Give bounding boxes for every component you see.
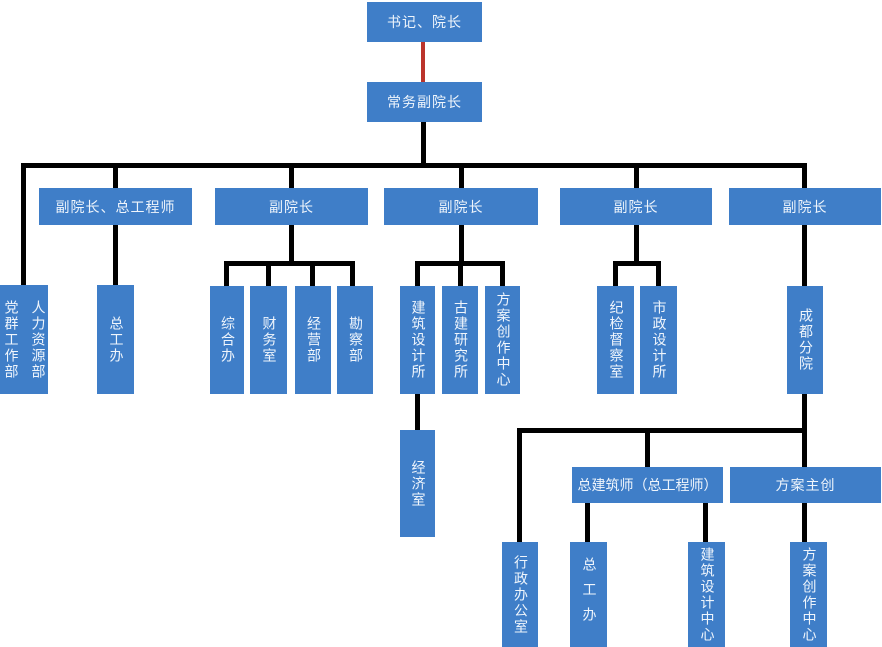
node-label: 方案创作中心: [494, 292, 511, 388]
node-exec-vice-dean[interactable]: 常务副院长: [367, 82, 482, 122]
node-label: 经济室: [409, 459, 426, 508]
connector-vd2-horizontal: [415, 261, 505, 266]
connector-red-secretary-to-exec: [421, 42, 425, 82]
node-vice-dean-4[interactable]: 副院长: [729, 188, 881, 225]
node-label: 财务室: [260, 316, 277, 364]
node-ancient-architecture-institute[interactable]: 古建研究所: [442, 286, 478, 394]
connector-vd3-down: [634, 225, 639, 261]
connector-drop-scheme-creation-center-2: [802, 503, 807, 542]
connector-chengdu-horizontal: [517, 428, 807, 433]
connector-drop-scheme-creation-center: [500, 266, 505, 286]
node-label: 纪检督察室: [607, 300, 624, 380]
node-municipal-design-institute[interactable]: 市政设计所: [640, 286, 677, 394]
connector-vd1-down: [289, 225, 294, 261]
connector-drop-vice-dean-chief-engineer: [113, 168, 118, 188]
node-label: 古建研究所: [452, 300, 468, 380]
node-admin-office[interactable]: 行政办公室: [502, 542, 538, 647]
node-discipline-inspection-office[interactable]: 纪检督察室: [597, 286, 634, 394]
node-label: 总建筑师（总工程师）: [577, 478, 718, 494]
node-vice-dean-1[interactable]: 副院长: [215, 188, 368, 225]
node-label: 建筑设计所: [409, 300, 426, 380]
connector-drop-vice-dean-1: [289, 168, 294, 188]
connector-exec-down: [421, 122, 426, 163]
node-vice-dean-2[interactable]: 副院长: [384, 188, 538, 225]
node-general-office[interactable]: 综合办: [210, 286, 244, 394]
node-chief-engineer-office[interactable]: 总工办: [97, 285, 134, 394]
node-economics-office[interactable]: 经济室: [400, 430, 435, 537]
node-label: 建筑设计中心: [698, 546, 715, 643]
connector-drop-admin-office: [517, 433, 522, 542]
node-label: 行政办公室: [512, 554, 528, 635]
node-label: 副院长、总工程师: [55, 199, 176, 216]
connector-drop-scheme-lead: [802, 433, 807, 467]
node-label: 副院长: [438, 199, 484, 216]
node-chief-engineer-office-2[interactable]: 总工办: [570, 542, 607, 647]
node-label: 市政设计所: [650, 300, 667, 380]
connector-drop-survey-dept: [350, 266, 355, 286]
node-label: 方案主创: [775, 478, 836, 494]
connector-drop-municipal-design-institute: [656, 266, 661, 286]
node-party-mass-and-hr-dept[interactable]: 党群工作部 人力资源部: [0, 285, 48, 394]
connector-chengdu-branch-down: [802, 394, 807, 428]
connector-drop-chief-engineer-office-2: [585, 503, 590, 542]
node-scheme-creation-center[interactable]: 方案创作中心: [485, 286, 520, 394]
connector-vd2-down: [459, 225, 464, 261]
connector-drop-ancient-architecture-institute: [458, 266, 463, 286]
connector-drop-vice-dean-2: [459, 168, 464, 188]
node-secretary-dean[interactable]: 书记、院长: [367, 2, 482, 42]
node-finance-office[interactable]: 财务室: [250, 286, 287, 394]
node-label: 常务副院长: [387, 95, 462, 111]
connector-drop-architecture-design-institute: [415, 266, 420, 286]
node-architecture-design-center[interactable]: 建筑设计中心: [688, 542, 725, 647]
connector-drop-chief-architect: [645, 433, 650, 467]
connector-drop-operations-dept: [310, 266, 315, 286]
node-label: 书记、院长: [387, 15, 462, 31]
connector-drop-vice-dean-4: [802, 168, 807, 188]
node-label: 成都分院: [797, 308, 813, 372]
node-chengdu-branch[interactable]: 成都分院: [787, 286, 823, 394]
node-vice-dean-3[interactable]: 副院长: [560, 188, 712, 225]
node-architecture-design-institute[interactable]: 建筑设计所: [400, 286, 435, 394]
connector-drop-general-office: [224, 266, 229, 286]
node-label: 副院长: [782, 199, 828, 216]
node-vice-dean-chief-engineer[interactable]: 副院长、总工程师: [39, 188, 192, 225]
connector-to-chief-engineer-office: [113, 225, 118, 285]
node-label: 副院长: [269, 199, 314, 216]
connector-main-horizontal: [21, 163, 807, 168]
node-label: 经营部: [305, 316, 321, 364]
node-chief-architect[interactable]: 总建筑师（总工程师）: [572, 467, 723, 503]
node-label-party-mass-dept: 党群工作部: [2, 299, 19, 380]
node-label: 方案创作中心: [800, 546, 817, 643]
connector-to-economics-office: [415, 394, 420, 430]
connector-vd1-horizontal: [224, 261, 355, 266]
connector-drop-discipline-inspection-office: [613, 266, 618, 286]
node-label: 总工办: [580, 557, 597, 632]
connector-drop-finance-office: [266, 266, 271, 286]
connector-drop-architecture-design-center: [703, 503, 708, 542]
node-scheme-creation-center-2[interactable]: 方案创作中心: [790, 542, 827, 647]
connector-to-chengdu-branch: [802, 225, 807, 286]
node-label: 总工办: [107, 315, 124, 364]
node-label: 副院长: [613, 199, 659, 216]
node-label: 勘察部: [347, 316, 363, 364]
node-label-hr-dept: 人力资源部: [29, 299, 46, 380]
connector-drop-vice-dean-3: [634, 168, 639, 188]
node-survey-dept[interactable]: 勘察部: [337, 286, 373, 394]
connector-drop-party-hr: [21, 168, 26, 285]
connector-vd3-horizontal: [613, 261, 661, 266]
node-scheme-lead[interactable]: 方案主创: [730, 467, 881, 503]
node-operations-dept[interactable]: 经营部: [295, 286, 331, 394]
node-label: 综合办: [219, 316, 235, 364]
